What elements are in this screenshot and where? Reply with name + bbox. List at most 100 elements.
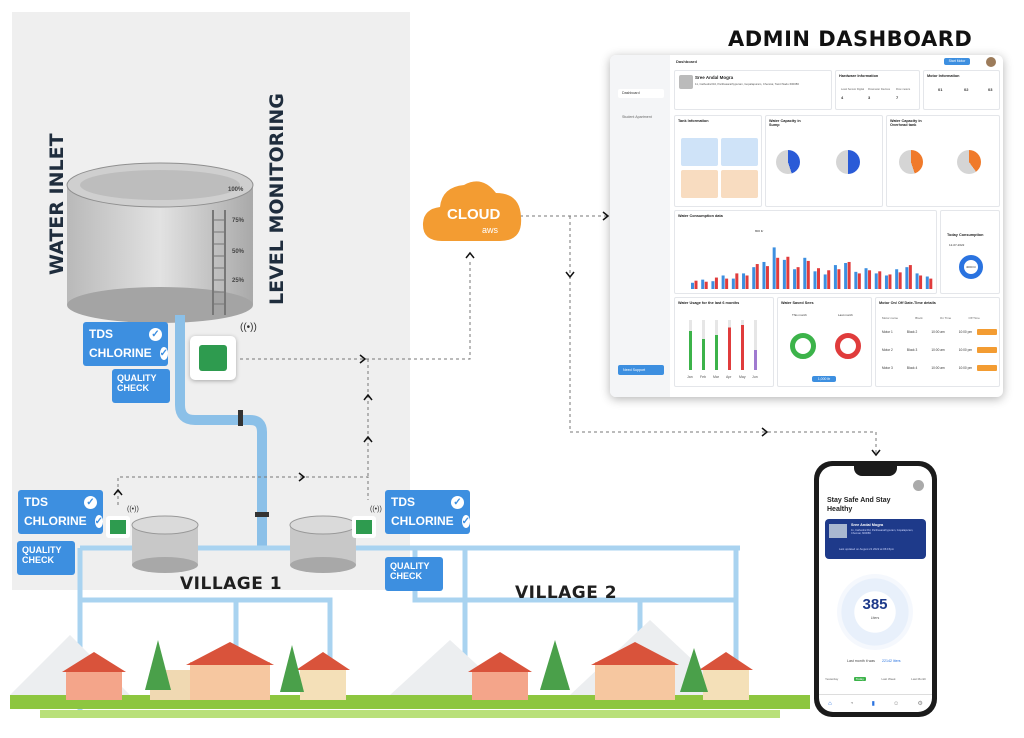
usage-month-label: May: [739, 375, 746, 379]
consumption-bar: [752, 267, 756, 289]
tank-tile: [721, 138, 758, 166]
motor-number: 01: [938, 87, 943, 92]
cloud-label: CLOUD: [447, 206, 501, 223]
village-scenery: [10, 620, 810, 718]
tank-level-75: 75%: [232, 218, 245, 224]
consumption-bar-chart: [691, 247, 933, 289]
village1-label: VILLAGE 1: [180, 574, 283, 594]
tab-yesterday[interactable]: Yesterday: [825, 677, 839, 681]
chlorine-label: CHLORINE: [24, 514, 87, 528]
avatar[interactable]: [913, 480, 924, 491]
village1-quality-check: QUALITY CHECK: [17, 541, 75, 575]
usage-bar: [715, 335, 718, 370]
user-card: Sree Andal Mogra 11, Cathedral Rd, Parth…: [825, 519, 926, 559]
tab-today[interactable]: Today: [853, 677, 866, 681]
overhead-card: Water Capacity in Overhead tank: [886, 115, 1000, 207]
hardware-label: Flowmeter Devices: [868, 88, 891, 91]
consumption-bar: [776, 257, 780, 289]
usage-bar-track: [754, 320, 757, 370]
tank-tile: [681, 138, 718, 166]
overhead-pie-1: [899, 150, 923, 174]
onoff-title: Motor On/ Off Date-Time details: [879, 301, 936, 305]
nav-dashboard[interactable]: Dashboard: [618, 89, 664, 98]
check-icon: ✓: [84, 496, 97, 509]
consumption-card: Water Consumption data 800 ltr: [674, 210, 937, 294]
wifi-signal-icon: ((•)): [240, 322, 257, 333]
hardware-title: Hardware Information: [839, 74, 879, 78]
check-icon: ✓: [461, 515, 471, 528]
main-sensor-tag: TDS✓ CHLORINE✓: [83, 322, 169, 366]
user-icon[interactable]: ☺: [893, 700, 900, 707]
tds-label: TDS: [391, 495, 415, 509]
period-tabs: Yesterday Today Last Week Last Month: [825, 677, 926, 681]
motor-title: Motor Information: [927, 74, 960, 78]
tds-label: TDS: [89, 327, 113, 341]
card-address: 11, Cathedral Rd, Parthasarathypuram, Go…: [851, 529, 914, 535]
hardware-value: 7: [896, 95, 899, 100]
saved-last-ring: [835, 333, 861, 359]
motor-number: 03: [988, 87, 993, 92]
settings-icon[interactable]: ⚙: [917, 701, 923, 707]
consumption-bar: [813, 271, 817, 289]
consumption-bar: [908, 265, 912, 289]
view-details-button[interactable]: [977, 329, 997, 335]
saved-card: Water Saved Sees This month Last month 1…: [777, 297, 872, 387]
village1-tank: [131, 515, 199, 573]
motor-card: Motor Information 01 02 03: [923, 70, 1000, 110]
view-details-button[interactable]: [977, 347, 997, 353]
tank-level-25: 25%: [232, 278, 245, 284]
village2-quality-check: QUALITY CHECK: [385, 557, 443, 591]
saved-title: Water Saved Sees: [781, 301, 814, 305]
village1-sensor: [106, 516, 130, 538]
chart-icon[interactable]: ◔: [849, 700, 854, 707]
chlorine-label: CHLORINE: [391, 514, 454, 528]
usage-bar: [702, 339, 705, 370]
view-details-button[interactable]: [977, 365, 997, 371]
cloud-aws-icon: [422, 181, 522, 241]
need-support-button[interactable]: Need Support: [618, 365, 664, 375]
usage-month-label: Mar: [713, 375, 720, 379]
nav-student-apartment[interactable]: Student Apartment: [622, 115, 652, 119]
check-icon: ✓: [94, 515, 104, 528]
hardware-label: Level Sensor Digital: [841, 88, 865, 91]
tank-info-title: Tank Information: [678, 119, 709, 123]
consumption-bar: [837, 269, 841, 289]
consumption-bar: [735, 273, 739, 289]
gauge-value: 385: [862, 596, 888, 613]
tab-last-month[interactable]: Last Month: [911, 677, 926, 681]
home-icon[interactable]: ⌂: [828, 700, 832, 707]
usage-month-label: Jan: [687, 375, 693, 379]
consumption-bar: [704, 281, 708, 289]
consumption-gauge: [837, 574, 913, 650]
consumption-bar: [895, 269, 899, 289]
consumption-bar: [833, 265, 837, 289]
sump-card: Water Capacity in Sump: [765, 115, 883, 207]
greeting: Stay Safe And Stay Healthy: [827, 497, 891, 513]
wifi-signal-icon-v2: ((•)): [370, 506, 382, 513]
check-icon: ✓: [159, 347, 169, 360]
start-motor-button[interactable]: Start Motor: [944, 58, 970, 65]
tank-level-100: 100%: [228, 187, 244, 193]
chlorine-label: CHLORINE: [89, 346, 152, 360]
wifi-signal-icon-v1: ((•)): [127, 506, 139, 513]
usage-month-label: Jun: [752, 375, 758, 379]
consumption-bar: [701, 279, 705, 289]
hardware-value: 3: [868, 95, 871, 100]
admin-dashboard-window: Dashboard Student Apartment Need Support…: [610, 55, 1003, 397]
consumption-bar: [806, 260, 810, 289]
tab-last-week[interactable]: Last Week: [881, 677, 896, 681]
tank-icon[interactable]: ▮: [871, 701, 875, 707]
dashboard-sidebar: Dashboard Student Apartment Need Support: [610, 55, 670, 397]
consumption-bar: [888, 274, 892, 289]
avatar[interactable]: [986, 57, 996, 67]
last-month-label: Last month it was: [847, 659, 875, 663]
usage-bar: [728, 327, 731, 370]
user-name: Sree Andal Mogra: [695, 75, 734, 80]
check-icon: ✓: [451, 496, 464, 509]
today-date: 12-07-2022: [949, 243, 965, 247]
tds-label: TDS: [24, 495, 48, 509]
phone-notch: [854, 466, 897, 476]
village1-sensor-tag: TDS ✓ CHLORINE ✓: [18, 490, 104, 534]
